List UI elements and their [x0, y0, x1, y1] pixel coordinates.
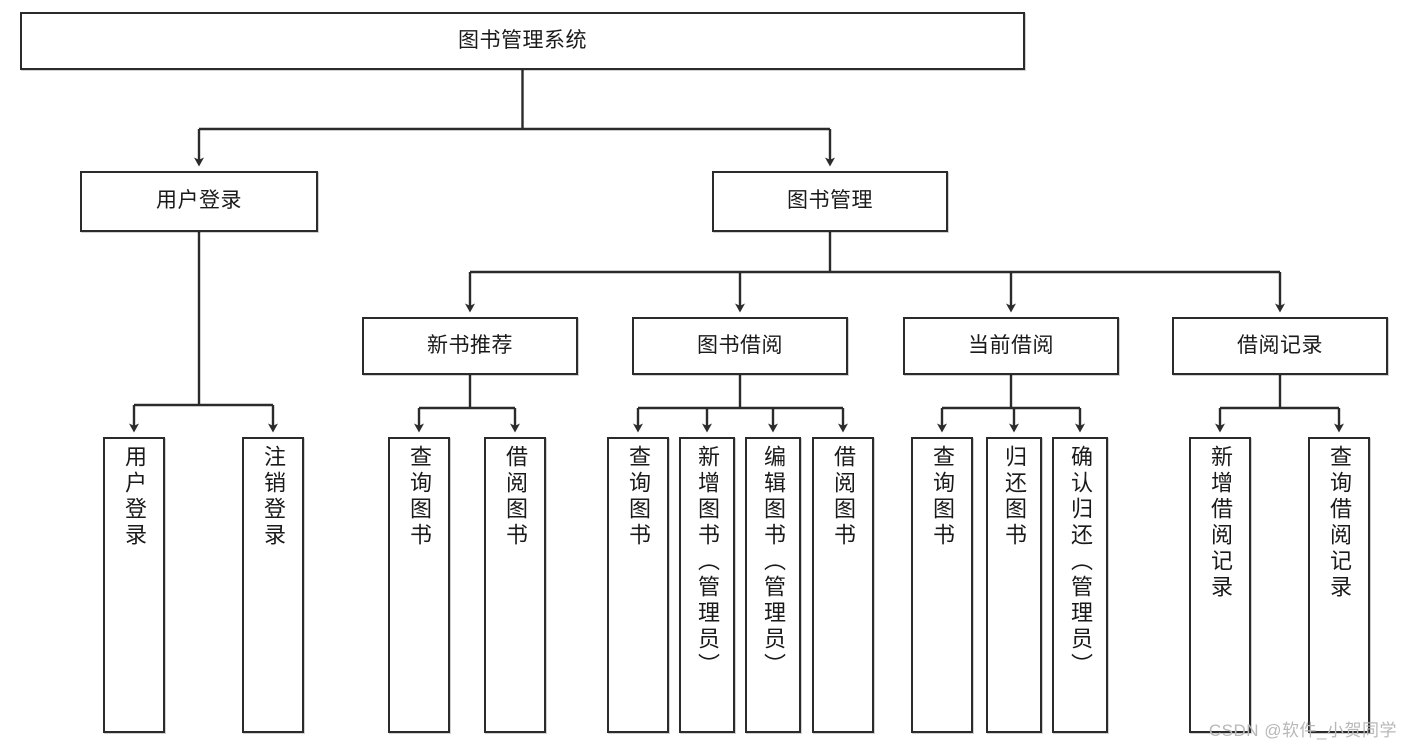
node-leaf10[interactable]: 归还图书	[986, 437, 1042, 733]
node-label: 查询借阅记录	[1327, 445, 1352, 601]
node-label: 注销登录	[261, 445, 286, 549]
node-label: 借阅记录	[1237, 333, 1323, 357]
node-leaf5[interactable]: 查询图书	[607, 437, 669, 733]
node-label: 新书推荐	[427, 333, 513, 357]
node-label: 图书管理	[787, 189, 873, 213]
node-label: 归还图书	[1002, 445, 1027, 549]
node-root[interactable]: 图书管理系统	[20, 12, 1025, 70]
node-label: 借阅图书	[503, 445, 528, 549]
node-leaf7[interactable]: 编辑图书（管理员）	[745, 437, 801, 733]
node-leaf12[interactable]: 新增借阅记录	[1189, 437, 1251, 733]
node-current[interactable]: 当前借阅	[903, 317, 1119, 375]
node-records[interactable]: 借阅记录	[1172, 317, 1388, 375]
node-label: 新增图书（管理员）	[695, 445, 720, 679]
node-label: 用户登录	[156, 189, 242, 213]
node-label: 编辑图书（管理员）	[761, 445, 786, 679]
node-leaf4[interactable]: 借阅图书	[484, 437, 546, 733]
node-leaf8[interactable]: 借阅图书	[812, 437, 874, 733]
node-label: 查询图书	[407, 445, 432, 549]
node-leaf3[interactable]: 查询图书	[388, 437, 450, 733]
node-label: 新增借阅记录	[1208, 445, 1233, 601]
node-leaf11[interactable]: 确认归还（管理员）	[1052, 437, 1108, 733]
node-newbook[interactable]: 新书推荐	[362, 317, 578, 375]
watermark: CSDN @软件_小贺同学	[1208, 721, 1397, 740]
node-leaf2[interactable]: 注销登录	[242, 437, 304, 733]
node-leaf13[interactable]: 查询借阅记录	[1308, 437, 1370, 733]
node-label: 借阅图书	[831, 445, 856, 549]
node-label: 查询图书	[626, 445, 651, 549]
node-label: 确认归还（管理员）	[1068, 445, 1093, 679]
node-bookmgmt[interactable]: 图书管理	[712, 171, 948, 232]
node-label: 当前借阅	[968, 333, 1054, 357]
node-leaf9[interactable]: 查询图书	[911, 437, 973, 733]
node-leaf6[interactable]: 新增图书（管理员）	[679, 437, 735, 733]
node-borrow[interactable]: 图书借阅	[632, 317, 848, 375]
node-label: 图书管理系统	[458, 28, 587, 52]
node-label: 查询图书	[930, 445, 955, 549]
node-leaf1[interactable]: 用户登录	[103, 437, 165, 733]
node-login[interactable]: 用户登录	[80, 171, 318, 232]
node-label: 图书借阅	[697, 333, 783, 357]
node-label: 用户登录	[122, 445, 147, 549]
